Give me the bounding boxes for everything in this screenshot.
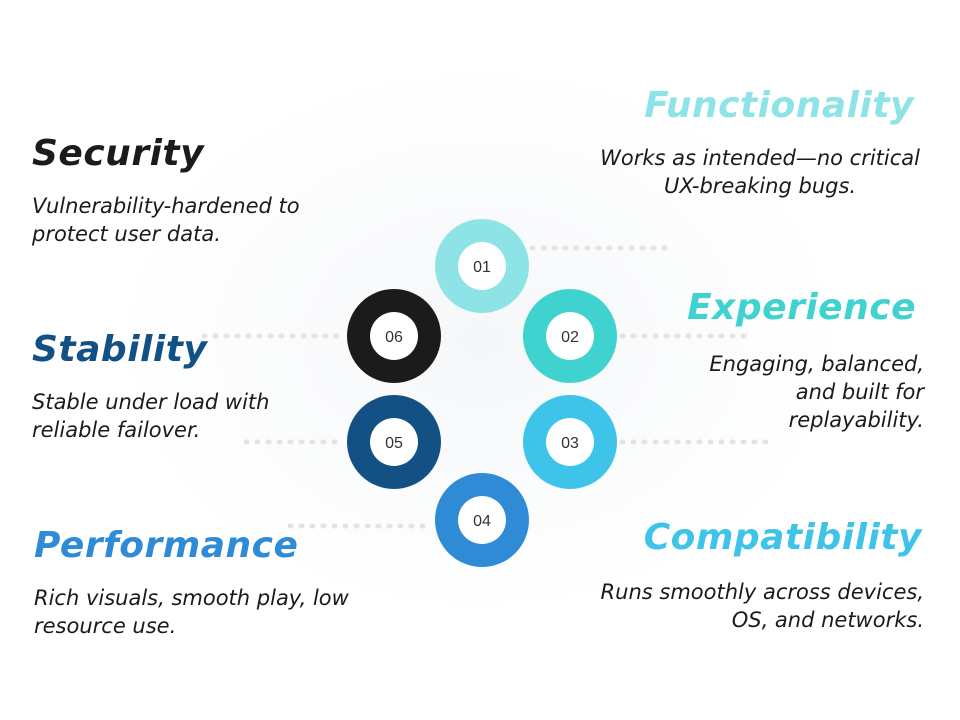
ring-05-number: 05	[385, 435, 403, 452]
feature-desc-functionality: Works as intended—no critical UX-breakin…	[600, 144, 920, 200]
feature-title-stability: Stability	[32, 329, 208, 370]
feature-desc-security: Vulnerability-hardened to protect user d…	[32, 192, 300, 248]
ring-01: 01	[435, 219, 529, 313]
feature-desc-performance-line-2: resource use.	[34, 614, 177, 638]
ring-04-inner	[458, 496, 506, 544]
feature-desc-experience-line-3: replayability.	[788, 408, 924, 432]
feature-desc-functionality-line-1: Works as intended—no critical	[600, 146, 920, 170]
ring-06-number: 06	[385, 329, 403, 346]
ring-02-number: 02	[561, 329, 579, 346]
feature-desc-security-line-1: Vulnerability-hardened to	[32, 194, 300, 218]
ring-04: 04	[435, 473, 529, 567]
feature-desc-stability-line-1: Stable under load with	[32, 390, 270, 414]
feature-desc-experience-line-2: and built for	[795, 380, 924, 404]
feature-desc-compatibility-line-2: OS, and networks.	[731, 608, 924, 632]
ring-05-inner	[370, 418, 418, 466]
ring-05: 05	[347, 395, 441, 489]
ring-06: 06	[347, 289, 441, 383]
feature-title-functionality: Functionality	[644, 85, 914, 126]
ring-03: 03	[523, 395, 617, 489]
feature-desc-compatibility: Runs smoothly across devices, OS, and ne…	[601, 578, 924, 634]
feature-title-experience: Experience	[687, 287, 916, 328]
feature-desc-compatibility-line-1: Runs smoothly across devices,	[600, 580, 924, 604]
feature-desc-performance: Rich visuals, smooth play, low resource …	[34, 584, 349, 640]
feature-title-security: Security	[32, 133, 205, 174]
ring-04-number: 04	[473, 513, 491, 530]
feature-desc-functionality-line-2: UX-breaking bugs.	[664, 174, 857, 198]
feature-desc-stability-line-2: reliable failover.	[32, 418, 201, 442]
feature-desc-experience: Engaging, balanced, and built for replay…	[709, 350, 924, 434]
ring-02-inner	[546, 312, 594, 360]
feature-desc-stability: Stable under load with reliable failover…	[32, 388, 269, 444]
feature-title-compatibility: Compatibility	[643, 517, 922, 558]
ring-03-inner	[546, 418, 594, 466]
feature-desc-security-line-2: protect user data.	[32, 222, 221, 246]
ring-06-inner	[370, 312, 418, 360]
ring-03-number: 03	[561, 435, 579, 452]
feature-desc-performance-line-1: Rich visuals, smooth play, low	[34, 586, 349, 610]
feature-desc-experience-line-1: Engaging, balanced,	[709, 352, 924, 376]
ring-01-inner	[458, 242, 506, 290]
ring-01-number: 01	[473, 259, 491, 276]
ring-02: 02	[523, 289, 617, 383]
feature-title-performance: Performance	[34, 525, 299, 566]
